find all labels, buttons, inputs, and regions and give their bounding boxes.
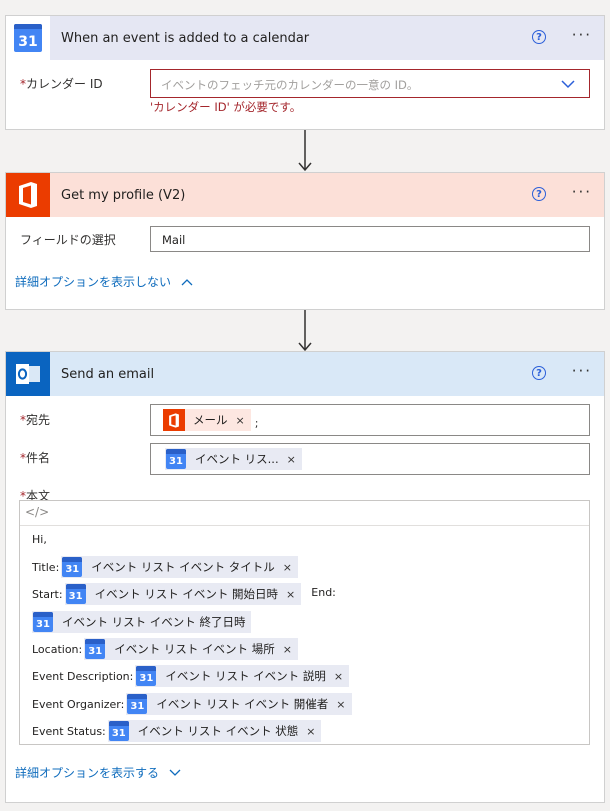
google-calendar-icon: 31 xyxy=(61,556,83,578)
editor-toolbar: </> xyxy=(20,501,589,526)
google-calendar-icon: 31 xyxy=(126,693,148,715)
remove-token-icon[interactable]: × xyxy=(333,669,344,683)
description-token[interactable]: 31 イベント リスト イベント 説明 × xyxy=(135,665,350,687)
token-label: イベント リス... xyxy=(195,452,279,466)
flow-arrow-icon xyxy=(298,310,312,352)
calendar-id-dropdown[interactable]: イベントのフェッチ元のカレンダーの一意の ID。 xyxy=(150,69,590,98)
remove-token-icon[interactable]: × xyxy=(282,560,292,574)
flow-arrow-icon xyxy=(298,130,312,172)
help-icon[interactable]: ? xyxy=(532,366,546,380)
select-field-input[interactable]: Mail xyxy=(150,226,590,252)
calendar-id-placeholder: イベントのフェッチ元のカレンダーの一意の ID。 xyxy=(161,78,419,92)
help-icon[interactable]: ? xyxy=(532,187,546,201)
subject-input[interactable]: 31 イベント リス... × xyxy=(150,443,590,475)
send-email-header[interactable]: Send an email ? ··· xyxy=(6,352,604,396)
organizer-token[interactable]: 31 イベント リスト イベント 開催者 × xyxy=(126,693,352,715)
to-input[interactable]: メール × ; xyxy=(150,404,590,436)
card-title: Send an email xyxy=(61,366,155,382)
start-token[interactable]: 31 イベント リスト イベント 開始日時 × xyxy=(64,583,302,605)
google-calendar-icon: 31 xyxy=(65,583,87,605)
remove-token-icon[interactable]: × xyxy=(282,642,292,656)
card-title: Get my profile (V2) xyxy=(61,187,186,203)
subject-label: *件名 xyxy=(20,451,51,465)
show-advanced-options-link[interactable]: 詳細オプションを表示する xyxy=(15,764,181,781)
more-options-icon[interactable]: ··· xyxy=(571,183,592,201)
status-token[interactable]: 31 イベント リスト イベント 状態 × xyxy=(107,720,322,742)
google-calendar-icon: 31 xyxy=(135,665,157,687)
google-calendar-icon: 31 xyxy=(32,611,54,633)
help-icon[interactable]: ? xyxy=(532,30,546,44)
body-label: *本文 xyxy=(20,489,51,503)
more-options-icon[interactable]: ··· xyxy=(571,362,592,380)
get-profile-card: Get my profile (V2) ? ··· フィールドの選択 Mail … xyxy=(5,172,605,310)
calendar-id-error: 'カレンダー ID' が必要です。 xyxy=(150,100,302,114)
token-label: イベント リスト イベント タイトル xyxy=(91,560,275,574)
remove-token-icon[interactable]: × xyxy=(235,413,245,427)
office-icon xyxy=(163,409,185,431)
token-label: イベント リスト イベント 終了日時 xyxy=(62,615,246,629)
token-label: イベント リスト イベント 場所 xyxy=(114,642,275,656)
google-calendar-icon: 31 xyxy=(6,16,50,60)
chevron-down-icon[interactable] xyxy=(561,79,575,89)
select-field-value: Mail xyxy=(162,233,186,247)
hide-advanced-options-link[interactable]: 詳細オプションを表示しない xyxy=(15,273,193,290)
location-token[interactable]: 31 イベント リスト イベント 場所 × xyxy=(84,638,298,660)
token-label: イベント リスト イベント 状態 xyxy=(137,724,299,738)
office-icon xyxy=(6,173,50,217)
token-label: メール xyxy=(193,413,228,427)
google-calendar-icon: 31 xyxy=(108,720,130,742)
select-field-label: フィールドの選択 xyxy=(20,233,116,247)
card-title: When an event is added to a calendar xyxy=(61,30,310,46)
calendar-trigger-card: 31 When an event is added to a calendar … xyxy=(5,15,605,130)
google-calendar-icon: 31 xyxy=(165,448,187,470)
more-options-icon[interactable]: ··· xyxy=(571,26,592,44)
token-label: イベント リスト イベント 開催者 xyxy=(156,697,329,711)
subject-token[interactable]: 31 イベント リス... × xyxy=(165,448,302,470)
remove-token-icon[interactable]: × xyxy=(336,697,346,711)
mail-token[interactable]: メール × xyxy=(163,409,251,431)
send-email-card: Send an email ? ··· *宛先 メール × ; *件名 31 イ… xyxy=(5,351,605,803)
token-label: イベント リスト イベント 開始日時 xyxy=(94,587,279,601)
body-greeting: Hi, xyxy=(32,533,47,546)
remove-token-icon[interactable]: × xyxy=(306,724,316,738)
token-label: イベント リスト イベント 説明 xyxy=(165,669,326,683)
title-token[interactable]: 31 イベント リスト イベント タイトル × xyxy=(61,556,298,578)
calendar-trigger-header[interactable]: 31 When an event is added to a calendar … xyxy=(6,16,604,60)
to-label: *宛先 xyxy=(20,413,51,427)
chevron-down-icon xyxy=(169,769,181,776)
chevron-up-icon xyxy=(181,279,193,286)
code-view-icon[interactable]: </> xyxy=(25,505,50,519)
remove-token-icon[interactable]: × xyxy=(286,452,296,466)
remove-token-icon[interactable]: × xyxy=(286,587,296,601)
end-token[interactable]: 31 イベント リスト イベント 終了日時 xyxy=(32,611,252,633)
body-line-end: 31 イベント リスト イベント 終了日時 xyxy=(32,611,255,633)
get-profile-header[interactable]: Get my profile (V2) ? ··· xyxy=(6,173,604,217)
calendar-id-label: *カレンダー ID xyxy=(20,77,103,91)
google-calendar-icon: 31 xyxy=(84,638,106,660)
outlook-icon xyxy=(6,352,50,396)
recipient-separator: ; xyxy=(254,416,259,430)
